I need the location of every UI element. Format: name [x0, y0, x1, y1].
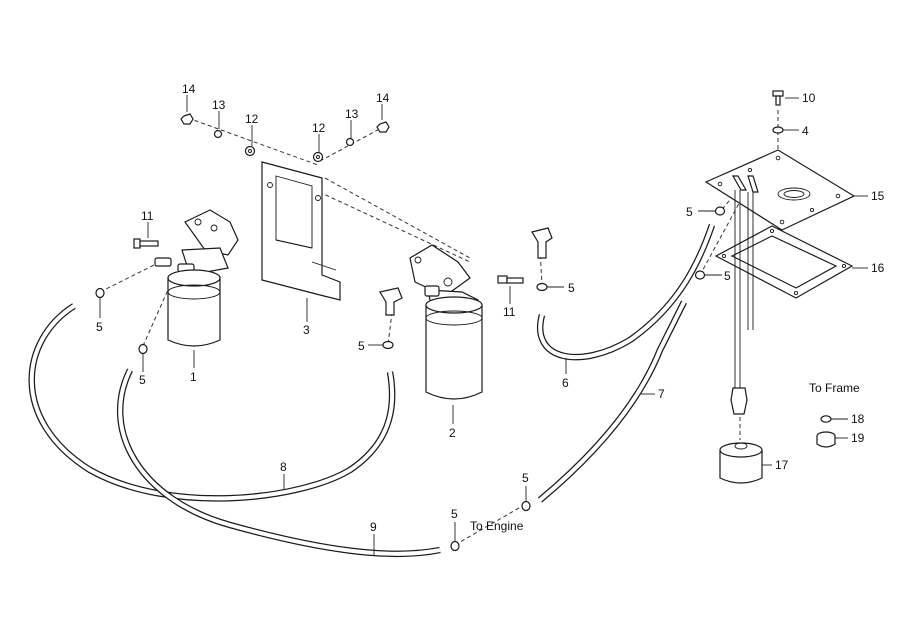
callout-4: 4: [802, 124, 809, 138]
hose-6: [537, 223, 716, 361]
callout-5-h: 5: [451, 507, 458, 521]
callout-12-right: 12: [312, 121, 326, 135]
callout-16: 16: [871, 261, 885, 275]
hose-7: [537, 300, 687, 503]
leader-lines: [99, 95, 868, 556]
callout-9: 9: [370, 520, 377, 534]
bracket-3: [261, 161, 341, 301]
callout-17: 17: [775, 458, 789, 472]
callout-7: 7: [658, 387, 665, 401]
bolt-11-right: [497, 275, 524, 284]
callout-5-f: 5: [724, 269, 731, 283]
callout-6: 6: [562, 376, 569, 390]
callout-14-left: 14: [182, 82, 196, 96]
filter-assembly-1: [154, 209, 239, 347]
washer-12-right: [312, 151, 324, 163]
callout-8: 8: [280, 460, 287, 474]
callout-2: 2: [449, 426, 456, 440]
strainer-17: [719, 442, 763, 484]
lockwasher-13-right: [345, 137, 355, 147]
callout-11-left: 11: [141, 209, 154, 223]
callout-15: 15: [871, 189, 885, 203]
washer-18: [820, 415, 832, 423]
callout-13-right: 13: [345, 107, 359, 121]
washer-12-left: [244, 145, 256, 157]
callout-5-e: 5: [686, 205, 693, 219]
nut-14-left: [180, 113, 194, 125]
callout-5-g: 5: [522, 471, 529, 485]
callout-10: 10: [802, 91, 816, 105]
callout-5-b: 5: [139, 373, 146, 387]
washer-4: [772, 126, 784, 134]
callout-14-right: 14: [376, 91, 390, 105]
elbow-fitting-right: [531, 227, 553, 259]
callout-5-c: 5: [358, 339, 365, 353]
callout-19: 19: [851, 431, 865, 445]
sender-plate-15: [704, 149, 856, 231]
callout-12-left: 12: [245, 112, 259, 126]
filter-assembly-2: [409, 244, 483, 400]
hose-9: [117, 368, 441, 558]
bolt-11-left: [133, 238, 159, 249]
elbow-fitting-left: [379, 287, 403, 316]
lockwasher-13-left: [213, 129, 223, 139]
callout-13-left: 13: [212, 98, 226, 112]
nut-14-right: [376, 121, 390, 133]
callout-11-right: 11: [503, 305, 516, 319]
gasket-16: [714, 225, 854, 299]
callout-18: 18: [851, 412, 865, 426]
callout-5-d: 5: [568, 281, 575, 295]
callouts: 14 13 12 12 13 14 11 1 2 3 11 5 5 5 5 5 …: [96, 82, 885, 534]
note-to-engine: To Engine: [470, 519, 524, 533]
hose-8: [28, 303, 396, 502]
screw-10: [772, 90, 784, 106]
callout-1: 1: [190, 370, 197, 384]
callout-3: 3: [303, 323, 310, 337]
note-to-frame: To Frame: [809, 381, 860, 395]
pickup-tubes: [730, 190, 754, 415]
grommet-19: [816, 431, 836, 448]
callout-5-a: 5: [96, 320, 103, 334]
